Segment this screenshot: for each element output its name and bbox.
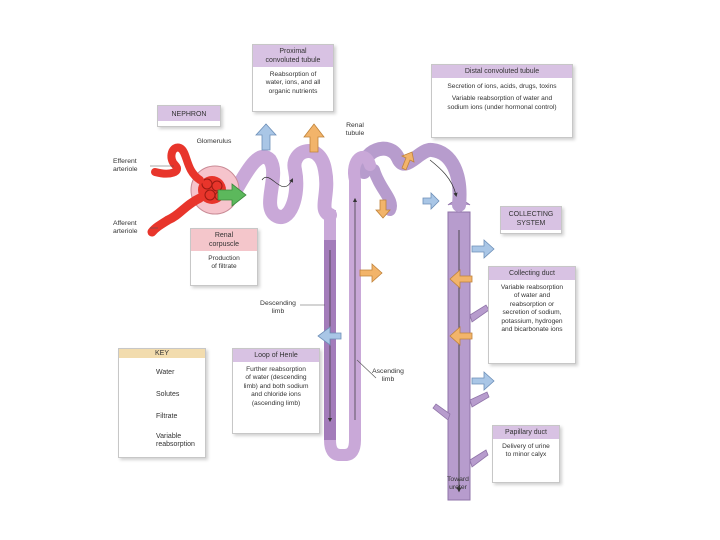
loop-box: Loop of Henle Further reabsorption of wa… [232, 348, 320, 434]
papillary-duct-title: Papillary duct [493, 426, 559, 439]
key-variable-label: Variable reabsorption [156, 433, 195, 448]
nephron-title: NEPHRON [158, 106, 220, 121]
water-arrows [255, 123, 495, 391]
key-solutes-label: Solutes [156, 391, 180, 398]
distal-title: Distal convoluted tubule [432, 65, 572, 78]
proximal-box: Proximal convoluted tubule Reabsorption … [252, 44, 334, 112]
distal-box: Distal convoluted tubule Secretion of io… [431, 64, 573, 138]
loop-title: Loop of Henle [233, 349, 319, 362]
efferent-label: Efferent arteriole [113, 158, 138, 174]
distal-body-secretion: Secretion of ions, acids, drugs, toxins [447, 83, 557, 90]
nephron-title-box: NEPHRON [157, 105, 221, 127]
collecting-system-box: COLLECTING SYSTEM [500, 206, 562, 234]
proximal-title: Proximal convoluted tubule [253, 45, 333, 67]
collecting-duct-title: Collecting duct [489, 267, 575, 280]
collecting-duct-body: Variable reabsorption of water and reabs… [500, 284, 564, 334]
renal-tubule-label: Renal tubule [345, 122, 365, 138]
afferent-arteriole-vessel [147, 193, 205, 237]
legend-key: KEY Water Solutes Filtrate Variable reab… [118, 348, 206, 458]
filtrate-arrow [217, 183, 247, 207]
afferent-label: Afferent arteriole [113, 220, 138, 236]
ascending-limb-label: Ascending limb [372, 368, 404, 384]
solute-arrows [303, 123, 473, 346]
key-title: KEY [119, 349, 205, 358]
renal-corpuscle-body: Production of filtrate [208, 255, 240, 271]
papillary-duct-body: Delivery of urine to minor calyx [502, 443, 550, 459]
glomerulus-label: Glomerulus [196, 138, 232, 145]
key-filtrate-label: Filtrate [156, 413, 178, 420]
toward-ureter-label: Toward ureter [447, 476, 469, 492]
efferent-arteriole-vessel [151, 143, 204, 184]
distal-body-reabsorption: Variable reabsorption of water and sodiu… [447, 95, 557, 111]
collecting-duct-tube [432, 200, 490, 501]
descending-limb-label: Descending limb [260, 300, 296, 316]
loop-of-henle [324, 180, 361, 461]
collecting-duct-box: Collecting duct Variable reabsorption of… [488, 266, 576, 364]
renal-corpuscle-title: Renal corpuscle [191, 229, 257, 251]
loop-body: Further reabsorption of water (descendin… [243, 366, 309, 407]
proximal-convoluted-tubule [229, 144, 337, 224]
collecting-system-title: COLLECTING SYSTEM [501, 207, 561, 230]
renal-corpuscle-box: Renal corpuscle Production of filtrate [190, 228, 258, 286]
papillary-duct-box: Papillary duct Delivery of urine to mino… [492, 425, 560, 483]
key-water-label: Water [156, 369, 175, 376]
proximal-body: Reabsorption of water, ions, and all org… [265, 71, 321, 95]
